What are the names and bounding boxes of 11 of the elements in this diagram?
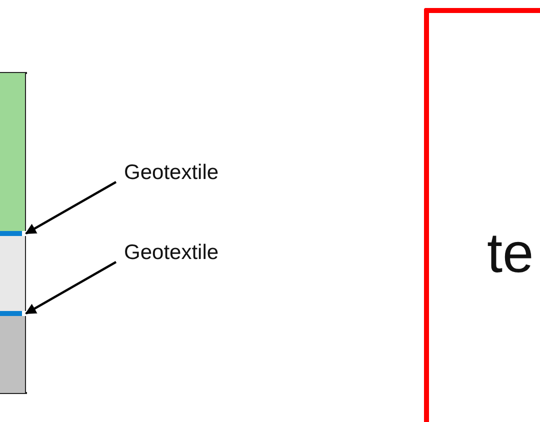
layer-label: Geotextile: [124, 160, 219, 186]
soil-layer: [0, 316, 26, 393]
frame-text: te: [487, 220, 534, 285]
geotextile-layer: [0, 231, 22, 236]
soil-layer: [0, 236, 26, 311]
text-frame: [424, 8, 540, 422]
layer-label: Geotextile: [124, 240, 219, 266]
arrow: [25, 181, 117, 234]
arrow: [25, 261, 117, 314]
soil-layer: [0, 73, 26, 231]
geotextile-layer: [0, 311, 22, 316]
